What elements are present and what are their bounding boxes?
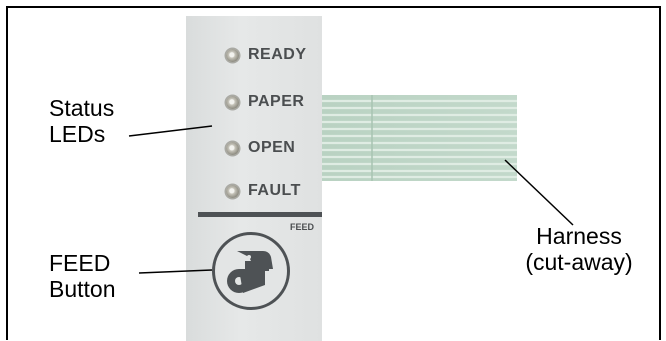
feed-button-callout-line1: FEED: [49, 250, 111, 276]
harness-callout-line1: Harness: [536, 223, 622, 249]
ribbon-harness: [322, 95, 517, 181]
led-row-open: OPEN: [226, 136, 295, 160]
status-leds-callout-line1: Status: [49, 95, 115, 121]
harness-callout-line2: (cut-away): [525, 249, 633, 275]
status-leds-leader: [128, 125, 213, 137]
harness-leader: [504, 159, 574, 226]
printer-paper-icon: [227, 251, 273, 293]
paper-led-icon: [226, 95, 239, 109]
open-led-icon: [226, 141, 239, 155]
led-row-ready: READY: [226, 43, 307, 67]
feed-button[interactable]: [212, 232, 290, 310]
panel-divider: [198, 212, 322, 217]
feed-panel-label: FEED: [290, 222, 315, 232]
feed-button-callout-line2: Button: [49, 276, 116, 302]
led-label-paper: PAPER: [248, 93, 305, 110]
fault-led-icon: [226, 184, 239, 198]
led-row-fault: FAULT: [226, 179, 301, 203]
status-leds-callout-line2: LEDs: [49, 121, 106, 147]
ready-led-icon: [226, 48, 239, 62]
harness-callout: Harness (cut-away): [515, 223, 643, 275]
led-label-ready: READY: [248, 46, 307, 63]
feed-button-leader: [138, 269, 213, 274]
led-label-fault: FAULT: [248, 182, 301, 199]
feed-button-callout: FEED Button: [49, 250, 116, 302]
status-leds-callout: Status LEDs: [49, 95, 114, 147]
led-label-open: OPEN: [248, 139, 296, 156]
led-row-paper: PAPER: [226, 90, 304, 114]
